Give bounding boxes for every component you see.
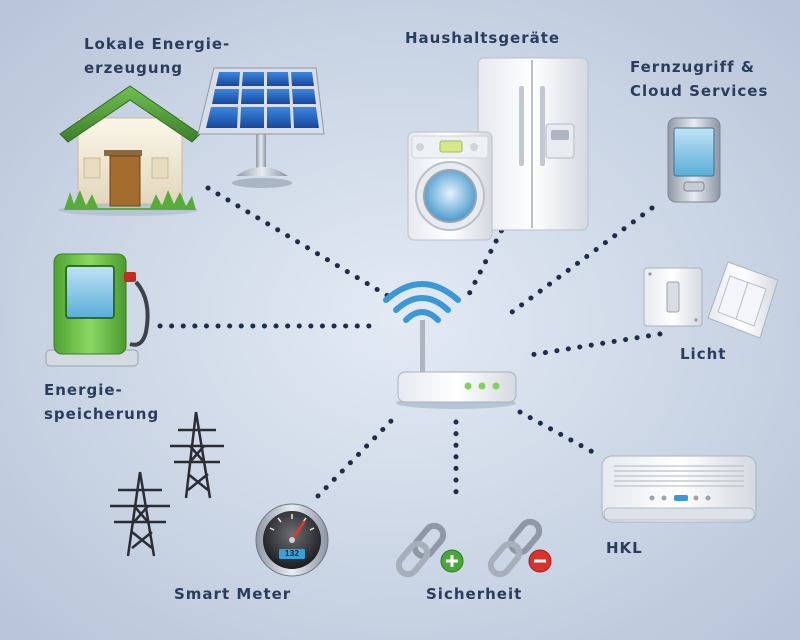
label-hvac: HKL	[606, 539, 643, 557]
add-icon	[440, 549, 464, 573]
smartphone-icon	[667, 117, 721, 203]
label-local-generation-line1: Lokale Energie-	[84, 35, 231, 53]
label-energy-storage: Energie- speicherung	[44, 378, 159, 426]
light-switch-icon	[643, 261, 779, 339]
air-conditioner-icon	[601, 455, 757, 523]
label-storage-line2: speicherung	[44, 405, 160, 423]
meter-readout: 132	[284, 549, 300, 558]
fridge-icon	[477, 57, 589, 231]
label-remote-line1: Fernzugriff &	[630, 58, 755, 76]
label-local-generation: Lokale Energie- erzeugung	[84, 32, 230, 80]
label-remote-access: Fernzugriff & Cloud Services	[630, 55, 768, 103]
label-smart-meter: Smart Meter	[174, 585, 292, 603]
house-icon	[58, 85, 201, 216]
washing-machine-icon	[407, 131, 493, 241]
wifi-icon	[383, 281, 461, 323]
label-security: Sicherheit	[426, 585, 523, 603]
chain-link-icon	[395, 518, 543, 578]
remove-icon	[528, 549, 552, 573]
label-light: Licht	[680, 345, 727, 363]
power-pylon-icon	[110, 411, 224, 557]
solar-panel-icon	[197, 67, 325, 188]
smart-meter-icon	[255, 503, 329, 577]
label-remote-line2: Cloud Services	[630, 82, 769, 100]
charging-station-icon	[45, 253, 150, 367]
label-local-generation-line2: erzeugung	[84, 59, 183, 77]
connection-lines	[157, 185, 663, 503]
label-storage-line1: Energie-	[44, 381, 123, 399]
label-appliances: Haushaltsgeräte	[405, 29, 561, 47]
router-icon	[396, 320, 517, 409]
